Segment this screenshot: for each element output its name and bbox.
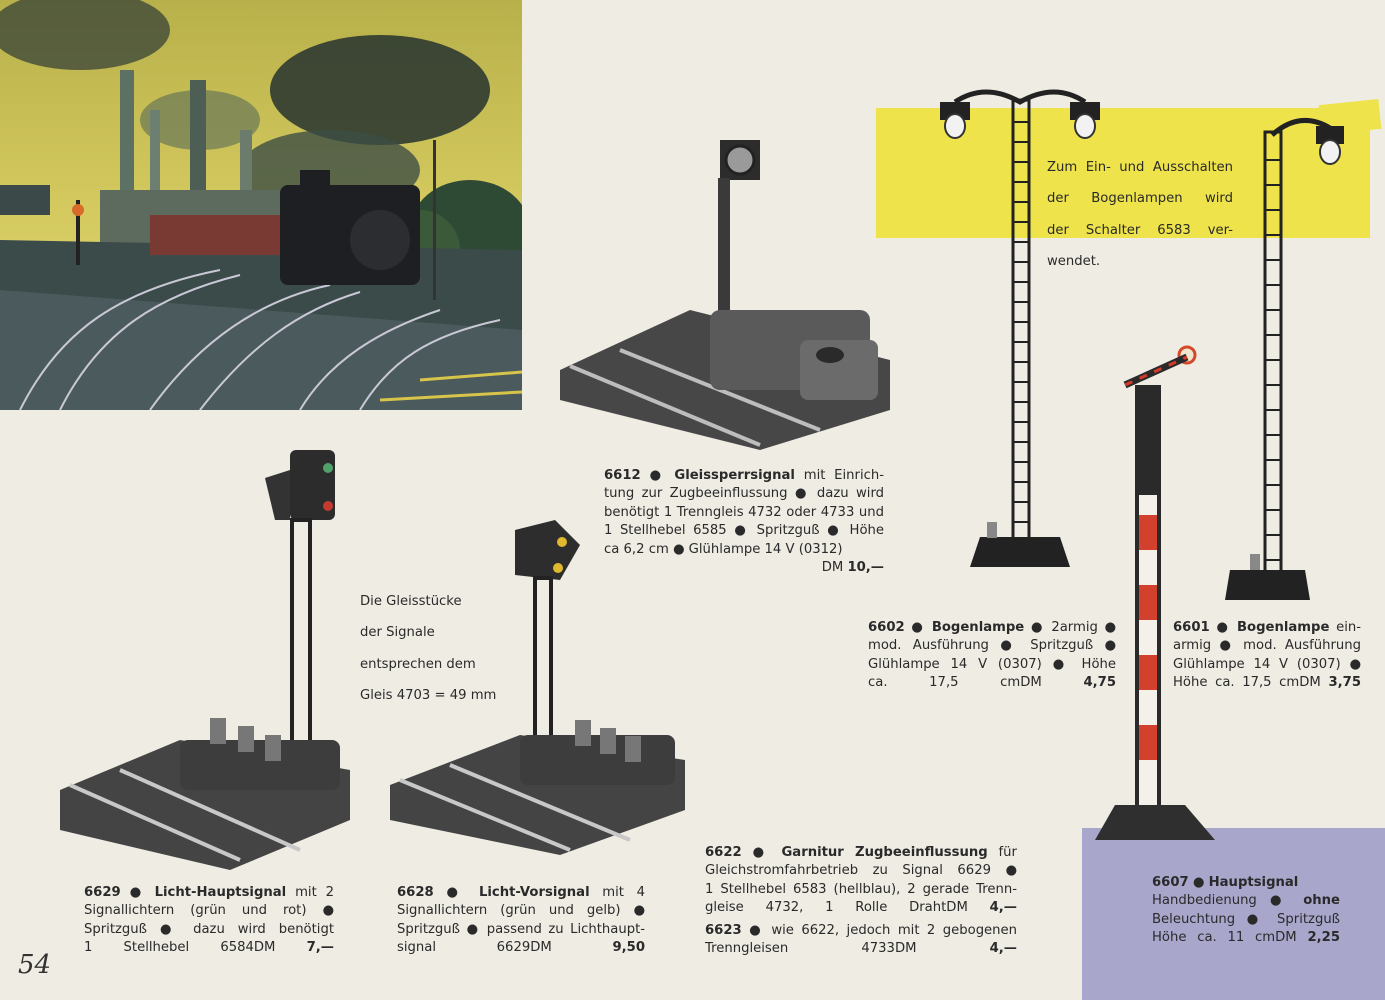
description-line: für xyxy=(998,845,1017,860)
note-line: Gleis 4703 = 49 mm xyxy=(360,687,497,703)
product-price: DM 3,75 xyxy=(1299,675,1361,691)
product-6629-description: 6629 ● Licht-Hauptsignal mit 2 Signallic… xyxy=(84,885,334,956)
description-line: gleise 4732, 1 Rolle Draht xyxy=(705,900,947,916)
description-line: ● wie 6622, jedoch mit 2 gebogenen xyxy=(749,923,1018,938)
blue-backdrop xyxy=(1082,828,1385,1000)
product-number: 6601 xyxy=(1173,620,1210,635)
page-number: 54 xyxy=(18,950,52,980)
note-line: wendet. xyxy=(1047,253,1101,269)
product-number: 6607 xyxy=(1152,875,1189,890)
description-line: Signallichtern (grün und gelb) ● xyxy=(397,903,645,919)
description-line: Spritzguß ● dazu wird benötigt xyxy=(84,921,334,937)
description-line: Signallichtern (grün und rot) ● xyxy=(84,903,334,919)
product-6601-description: 6601 ● Bogenlampe ein- armig ● mod. Ausf… xyxy=(1173,620,1361,691)
note-line: Zum Ein- und Ausschalten xyxy=(1047,160,1233,176)
description-line: ca 6,2 cm ● Glühlampe 14 V (0312) xyxy=(604,541,843,557)
hauptsignal-drawing xyxy=(1095,345,1215,840)
description-line: ● 2armig ● xyxy=(1030,620,1116,635)
product-price: DM 2,25 xyxy=(1275,930,1340,946)
description-line: Handbedienung ● xyxy=(1152,893,1291,909)
product-price: DM 4,— xyxy=(946,900,1017,916)
product-name: Licht-Hauptsignal xyxy=(154,885,287,900)
product-price: DM 4,75 xyxy=(1020,675,1116,691)
description-line: ein- xyxy=(1336,620,1361,635)
description-line: Spritzguß ● passend zu Lichthaupt- xyxy=(397,921,645,937)
product-name: Garnitur Zugbeeinflussung xyxy=(781,845,988,860)
product-number: 6628 xyxy=(397,885,434,900)
product-price: DM 7,— xyxy=(253,940,334,956)
product-price: DM 4,— xyxy=(894,941,1017,957)
description-line: mod. Ausführung ● Spritzguß ● xyxy=(868,638,1116,654)
note-line: entsprechen dem xyxy=(360,656,476,672)
product-name: Bogenlampe xyxy=(1236,620,1330,635)
product-6623-description: 6623 ● wie 6622, jedoch mit 2 gebogenen … xyxy=(705,922,1017,959)
railway-illustration xyxy=(0,0,522,410)
description-line: signal 6629 xyxy=(397,940,531,956)
product-name: Hauptsignal xyxy=(1208,875,1299,890)
steam-locomotive-scene xyxy=(0,0,522,410)
note-line: der Schalter 6583 ver- xyxy=(1047,222,1233,238)
product-name: Bogenlampe xyxy=(931,620,1025,635)
description-line: Trenngleisen 4733 xyxy=(705,941,895,957)
product-price: DM 9,50 xyxy=(530,940,645,956)
licht-vorsignal-drawing xyxy=(390,520,685,855)
bogenlampe-2armig-drawing xyxy=(940,89,1100,567)
bogenlampe-1armig-drawing xyxy=(1225,117,1344,600)
product-name: Gleissperrsignal xyxy=(674,468,795,483)
description-line: Glühlampe 14 V (0307) ● xyxy=(1173,656,1361,672)
lamp-switch-note: Zum Ein- und Ausschalten der Bogenlampen… xyxy=(1047,146,1233,284)
description-line: mit Einrich- xyxy=(803,468,884,483)
description-line: 1 Stellhebel 6584 xyxy=(84,940,254,956)
product-6622-description: 6622 ● Garnitur Zugbeeinflussung für Gle… xyxy=(705,845,1017,916)
description-line: mit 2 xyxy=(295,885,334,900)
product-6628-description: 6628 ● Licht-Vorsignal mit 4 Signallicht… xyxy=(397,885,645,956)
licht-hauptsignal-drawing xyxy=(60,450,350,870)
description-line: Glühlampe 14 V (0307) ● Höhe xyxy=(868,656,1116,672)
product-6607-description: 6607 ● Hauptsignal Handbedienung ● ohne … xyxy=(1152,875,1340,946)
product-number: 6612 xyxy=(604,468,641,483)
description-line: benötigt 1 Trenngleis 4732 oder 4733 und xyxy=(604,504,884,520)
product-number: 6629 xyxy=(84,885,121,900)
description-line: ca. 17,5 cm xyxy=(868,675,1021,691)
description-line: tung zur Zugbeeinflussung ● dazu wird xyxy=(604,486,884,502)
product-6612-description: 6612 ● Gleissperrsignal mit Einrich- tun… xyxy=(604,467,884,577)
description-line: Höhe ca. 11 cm xyxy=(1152,930,1276,946)
product-number: 6623 xyxy=(705,923,742,938)
note-line: der Bogenlampen wird xyxy=(1047,191,1233,207)
product-6602-description: 6602 ● Bogenlampe ● 2armig ● mod. Ausfüh… xyxy=(868,620,1116,691)
product-number: 6622 xyxy=(705,845,742,860)
description-line: 1 Stellhebel 6583 (hellblau), 2 gerade T… xyxy=(705,881,1017,897)
description-line: armig ● mod. Ausführung xyxy=(1173,638,1361,654)
description-line: 1 Stellhebel 6585 ● Spritzguß ● Höhe xyxy=(604,523,884,539)
description-line: Beleuchtung ● Spritzguß xyxy=(1152,911,1340,927)
description-line: Höhe ca. 17,5 cm xyxy=(1173,675,1300,691)
note-line: Die Gleisstücke xyxy=(360,594,462,610)
note-line: der Signale xyxy=(360,625,435,641)
product-number: 6602 xyxy=(868,620,905,635)
description-line: Gleichstromfahrbetrieb zu Signal 6629 ● xyxy=(705,863,1017,879)
description-line: ohne xyxy=(1303,893,1340,909)
product-price: DM 10,— xyxy=(821,560,884,576)
product-name: Licht-Vorsignal xyxy=(478,885,590,900)
gleissperrsignal-drawing xyxy=(560,140,890,450)
description-line: mit 4 xyxy=(602,885,645,900)
track-length-note: Die Gleisstücke der Signale entsprechen … xyxy=(360,580,520,718)
